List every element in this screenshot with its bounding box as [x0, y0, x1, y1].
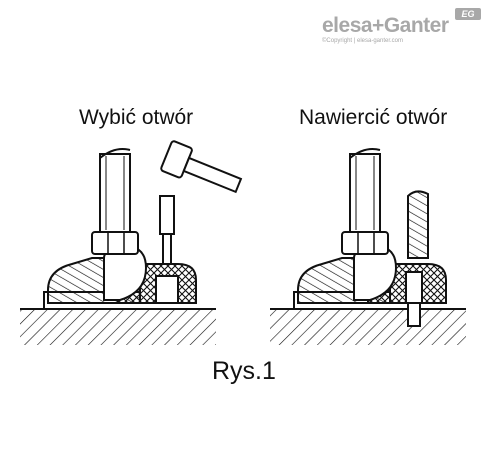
- brand-name: elesa+Ganter: [322, 14, 449, 37]
- figure-label: Rys.1: [212, 357, 276, 385]
- left-base-pad: [43, 245, 197, 309]
- hammer-icon: [160, 140, 243, 194]
- right-threaded-stem: [341, 148, 389, 255]
- left-ground: [20, 308, 216, 345]
- caption-drill-hole: Nawiercić otwór: [299, 106, 448, 129]
- left-punch-pin: [159, 195, 175, 265]
- brand-badge: EG: [455, 8, 481, 20]
- drill-bit-icon: [407, 190, 429, 259]
- brand-tagline: ©Copyright | elesa-ganter.com: [322, 38, 404, 44]
- left-figure: [20, 140, 243, 345]
- right-figure: [270, 148, 466, 345]
- brand-logo: elesa+Ganter ©Copyright | elesa-ganter.c…: [318, 8, 483, 48]
- left-threaded-stem: [91, 148, 139, 255]
- caption-punch-hole: Wybić otwór: [79, 106, 194, 129]
- right-ground: [270, 299, 466, 345]
- right-base-pad: [293, 245, 447, 309]
